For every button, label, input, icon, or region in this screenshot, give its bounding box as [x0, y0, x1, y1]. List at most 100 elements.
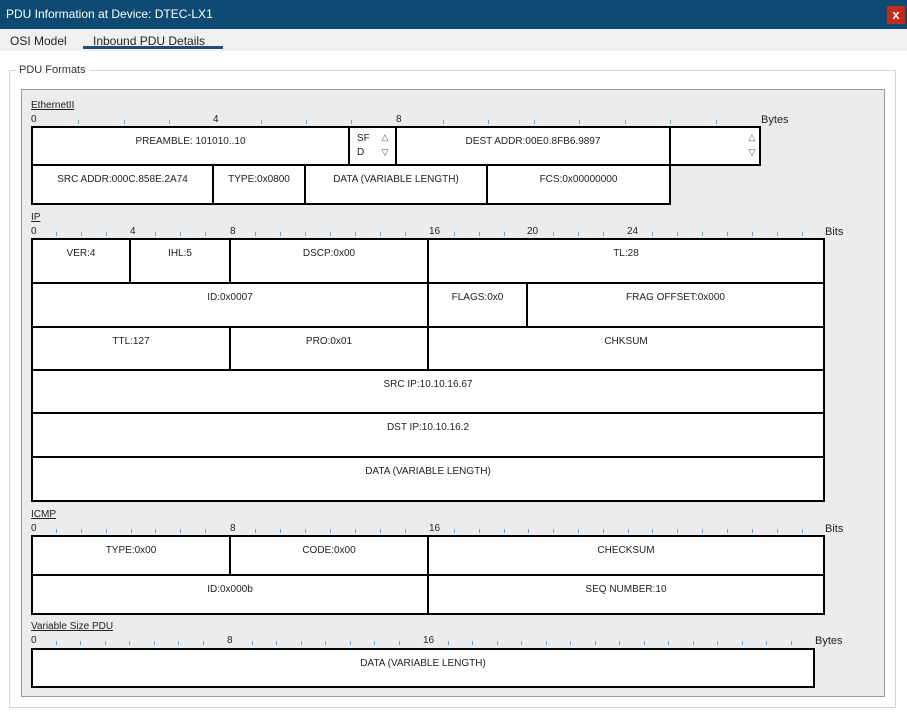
ruler-tick	[579, 120, 580, 124]
eth-scroll-up-icon[interactable]: △	[748, 132, 756, 142]
ip-dst-ip: DST IP:10.10.16.2	[31, 412, 825, 458]
ruler-number: 20	[527, 226, 539, 237]
tab-inbound-pdu-details[interactable]: Inbound PDU Details	[93, 34, 206, 48]
ruler-tick	[178, 641, 179, 645]
ruler-tick	[205, 232, 206, 236]
icmp-id: ID:0x000b	[31, 574, 429, 615]
icmp-seq-number: SEQ NUMBER:10	[427, 574, 825, 615]
ruler-tick	[78, 120, 79, 124]
eth-sfd-bottom: D	[357, 147, 365, 158]
ruler-tick	[742, 641, 743, 645]
ruler-tick	[56, 529, 57, 533]
ruler-tick	[305, 232, 306, 236]
ip-section-label: IP	[31, 212, 41, 223]
ruler-tick	[716, 120, 717, 124]
ruler-tick	[603, 232, 604, 236]
ruler-tick	[448, 641, 449, 645]
ruler-tick	[129, 641, 130, 645]
window-title: PDU Information at Device: DTEC-LX1	[6, 7, 213, 21]
pdu-formats-label: PDU Formats	[16, 64, 89, 76]
icmp-checksum: CHECKSUM	[427, 535, 825, 576]
ruler-tick	[670, 120, 671, 124]
varpdu-unit: Bytes	[815, 635, 843, 647]
ip-id: ID:0x0007	[31, 282, 429, 328]
ip-src-ip: SRC IP:10.10.16.67	[31, 369, 825, 414]
ruler-number: 0	[31, 114, 37, 125]
icmp-unit: Bits	[825, 523, 844, 535]
ruler-tick	[702, 232, 703, 236]
ruler-tick	[255, 529, 256, 533]
ruler-tick	[472, 641, 473, 645]
ruler-tick	[355, 529, 356, 533]
ip-data: DATA (VARIABLE LENGTH)	[31, 456, 825, 502]
close-button[interactable]: x	[887, 6, 905, 24]
ruler-tick	[405, 529, 406, 533]
ruler-tick	[155, 529, 156, 533]
ruler-tick	[791, 641, 792, 645]
ruler-tick	[595, 641, 596, 645]
ruler-tick	[534, 120, 535, 124]
title-bar: PDU Information at Device: DTEC-LX1 x	[0, 0, 907, 29]
ruler-tick	[180, 529, 181, 533]
ruler-tick	[717, 641, 718, 645]
ruler-tick	[399, 641, 400, 645]
ruler-tick	[180, 232, 181, 236]
eth-dest-addr: DEST ADDR:00E0.8FB6.9897	[395, 126, 671, 166]
ruler-tick	[644, 641, 645, 645]
ruler-tick	[405, 232, 406, 236]
varpdu-data: DATA (VARIABLE LENGTH)	[31, 648, 815, 688]
ruler-tick	[603, 529, 604, 533]
ruler-number: 0	[31, 635, 37, 646]
ruler-tick	[252, 641, 253, 645]
ruler-number: 0	[31, 523, 37, 534]
ruler-tick	[619, 641, 620, 645]
ruler-tick	[628, 529, 629, 533]
ruler-tick	[350, 641, 351, 645]
icmp-code: CODE:0x00	[229, 535, 429, 576]
ruler-tick	[578, 232, 579, 236]
ruler-tick	[488, 120, 489, 124]
ruler-tick	[625, 120, 626, 124]
ruler-tick	[668, 641, 669, 645]
eth-scroll-down-icon[interactable]: ▽	[748, 147, 756, 157]
ruler-tick	[454, 232, 455, 236]
ruler-tick	[570, 641, 571, 645]
active-tab-indicator	[83, 46, 223, 49]
ip-ihl: IHL:5	[129, 238, 231, 284]
icmp-type: TYPE:0x00	[31, 535, 231, 576]
ruler-tick	[752, 529, 753, 533]
sfd-scroll-down-icon[interactable]: ▽	[381, 147, 389, 157]
ip-frag-offset: FRAG OFFSET:0x000	[526, 282, 825, 328]
ruler-tick	[106, 232, 107, 236]
sfd-scroll-up-icon[interactable]: △	[381, 132, 389, 142]
ruler-tick	[693, 641, 694, 645]
ruler-number: 4	[213, 114, 219, 125]
ruler-tick	[330, 232, 331, 236]
ip-checksum: CHKSUM	[427, 326, 825, 371]
icmp-section-label: ICMP	[31, 509, 56, 520]
tab-osi-model[interactable]: OSI Model	[10, 34, 67, 48]
eth-preamble: PREAMBLE: 101010..10	[31, 126, 350, 166]
ruler-number: 16	[423, 635, 435, 646]
ruler-tick	[702, 529, 703, 533]
eth-data: DATA (VARIABLE LENGTH)	[304, 164, 488, 205]
ruler-tick	[443, 120, 444, 124]
ruler-tick	[261, 120, 262, 124]
ruler-tick	[169, 120, 170, 124]
ruler-tick	[727, 529, 728, 533]
ruler-tick	[504, 232, 505, 236]
ruler-number: 0	[31, 226, 37, 237]
ruler-tick	[677, 232, 678, 236]
ruler-tick	[479, 529, 480, 533]
ruler-tick	[351, 120, 352, 124]
ethernet-unit: Bytes	[761, 114, 789, 126]
ruler-tick	[276, 641, 277, 645]
ruler-tick	[802, 529, 803, 533]
ruler-tick	[106, 529, 107, 533]
ruler-tick	[652, 232, 653, 236]
ruler-tick	[131, 529, 132, 533]
ip-ver: VER:4	[31, 238, 131, 284]
eth-fcs: FCS:0x00000000	[486, 164, 671, 205]
ruler-number: 8	[230, 226, 236, 237]
ruler-tick	[727, 232, 728, 236]
